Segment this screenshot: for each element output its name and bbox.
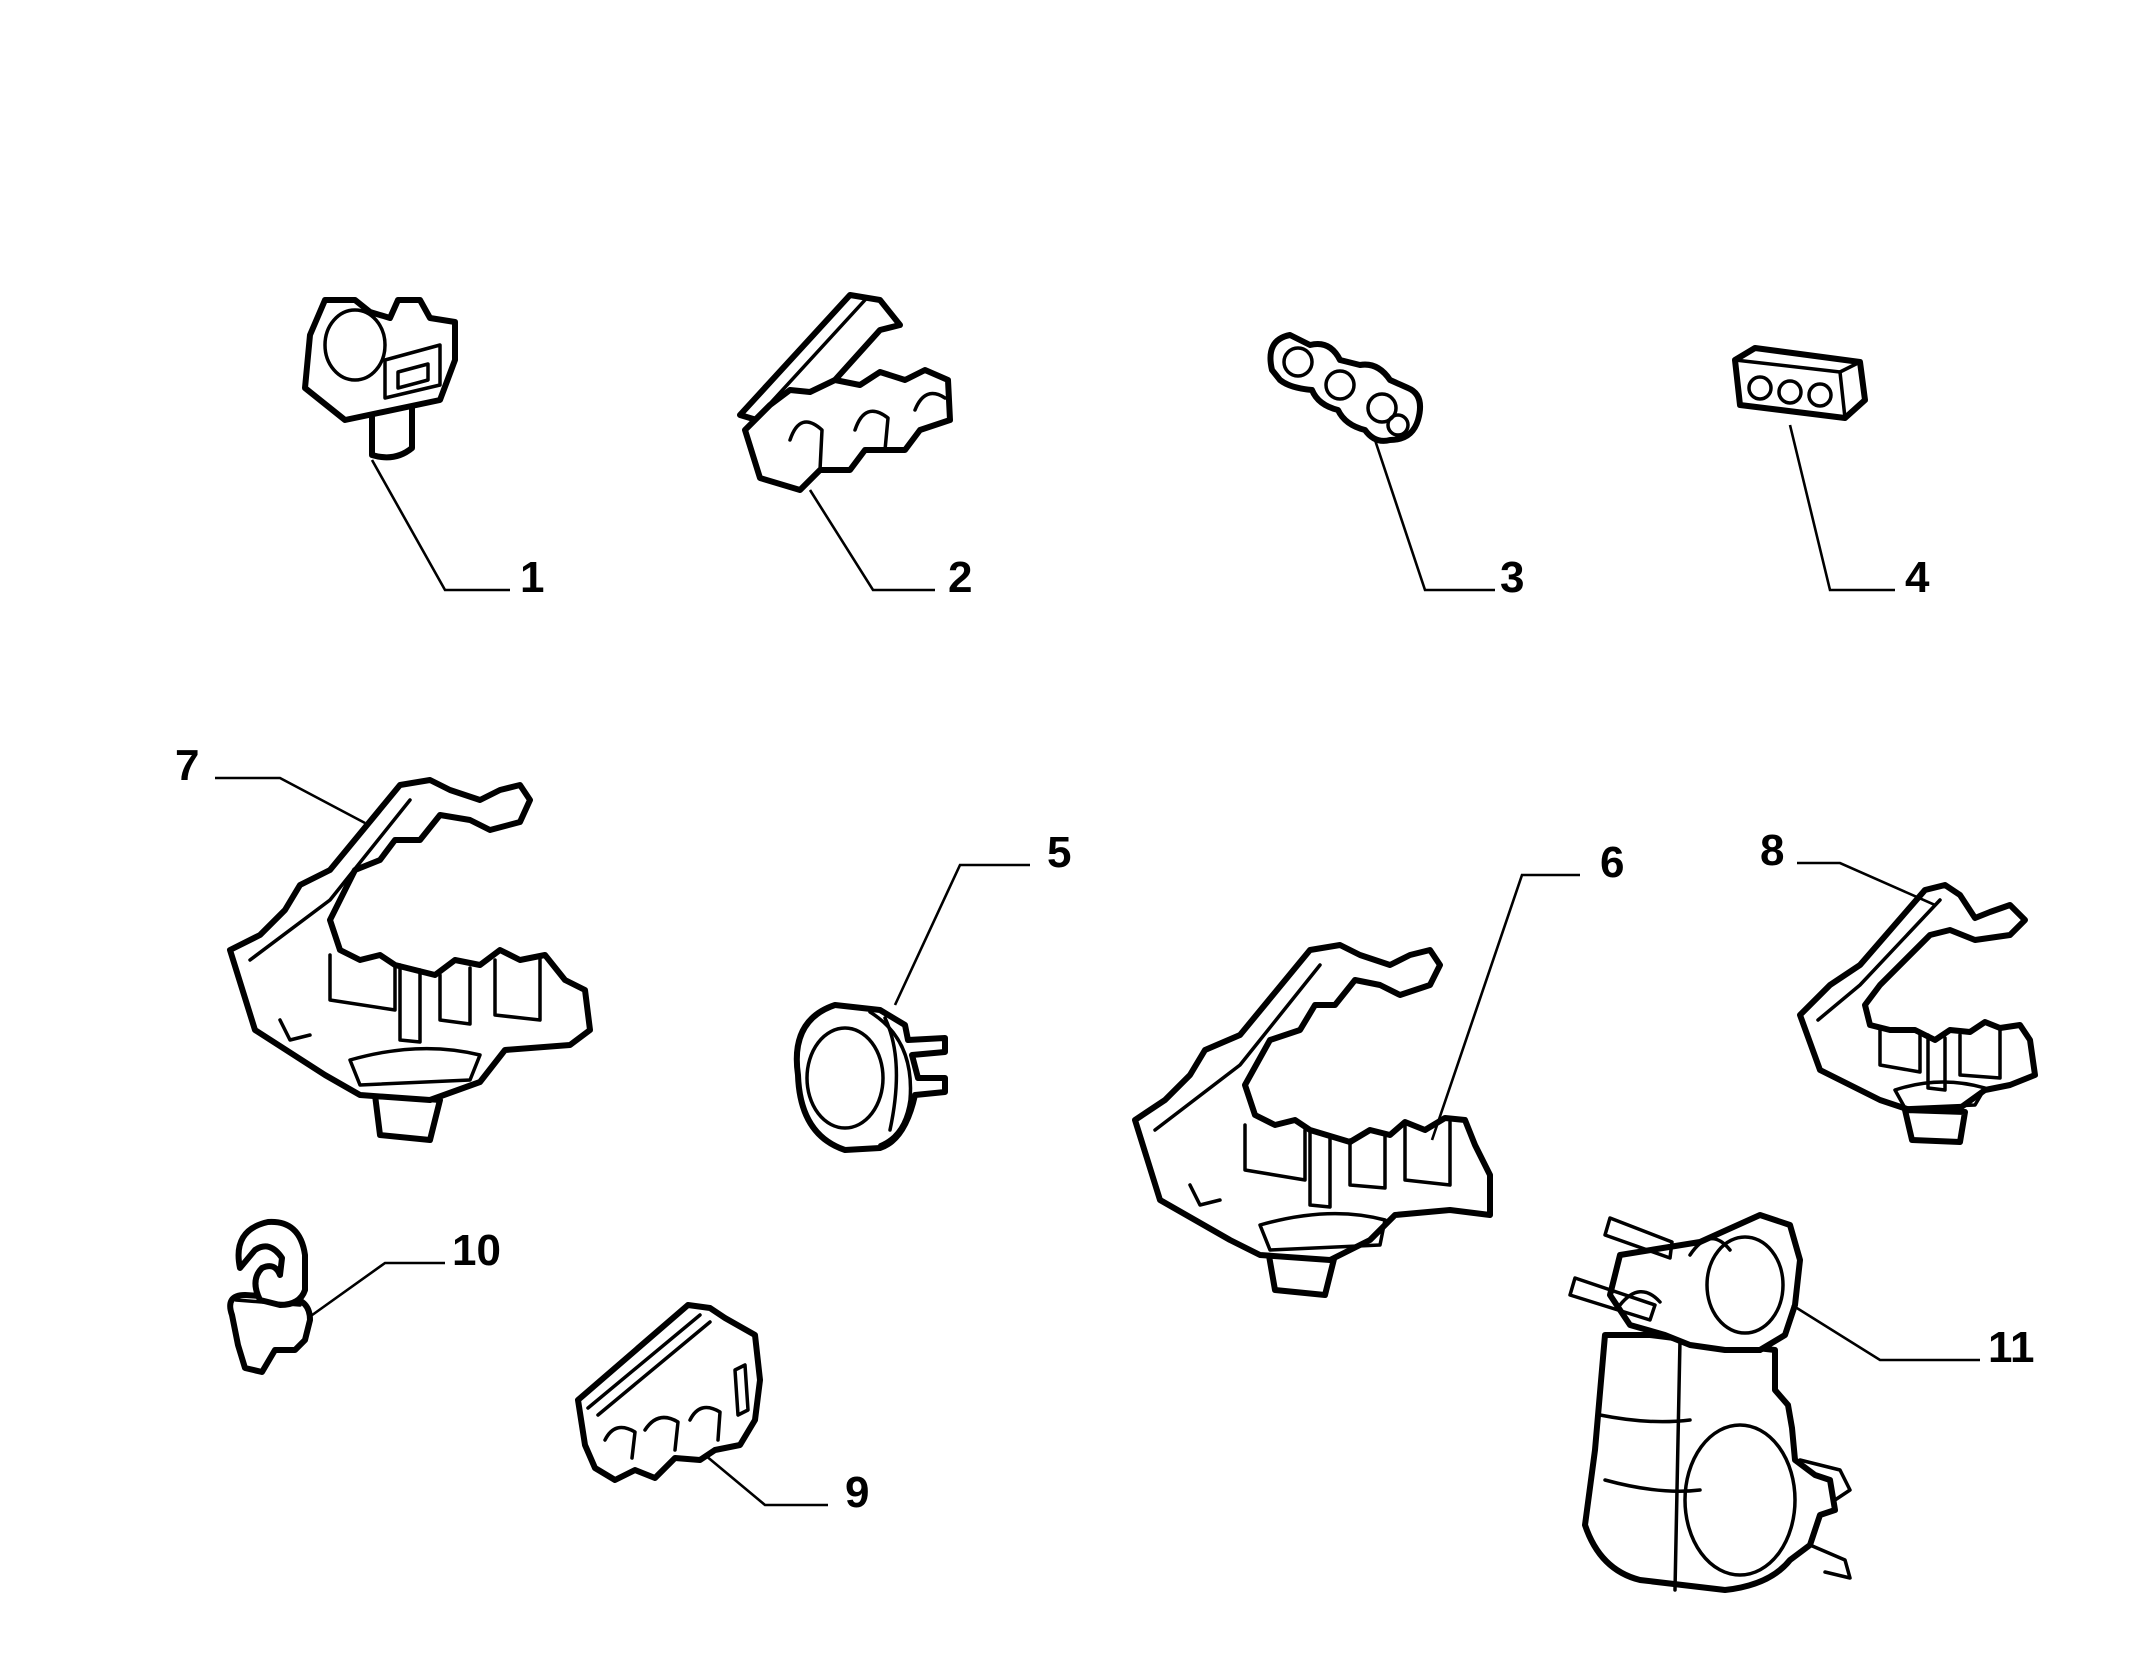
part-2-drawing	[737, 292, 953, 493]
part-11-drawing	[1568, 1212, 1852, 1593]
callout-number-1: 1	[520, 553, 544, 602]
callout-number-3: 3	[1500, 553, 1524, 602]
leader-line-5	[893, 863, 1030, 1006]
leader-line-8	[1797, 861, 1936, 907]
part-3-drawing	[1267, 332, 1423, 444]
leader-line-1	[370, 459, 510, 592]
part-5-drawing	[793, 1002, 948, 1153]
callout-number-7: 7	[175, 741, 199, 790]
part-8-drawing	[1797, 882, 2038, 1145]
callout-number-9: 9	[845, 1468, 869, 1517]
part-7-drawing	[227, 777, 593, 1143]
leader-line-7	[215, 776, 366, 825]
part-6-drawing	[1132, 942, 1493, 1298]
callout-number-4: 4	[1905, 553, 1930, 602]
callout-number-10: 10	[452, 1226, 501, 1275]
part-9-drawing	[575, 1302, 763, 1483]
callout-number-11: 11	[1988, 1323, 2035, 1372]
leader-line-2	[808, 489, 935, 592]
leader-line-4	[1788, 424, 1895, 592]
callout-number-8: 8	[1760, 826, 1784, 875]
leader-line-11	[1791, 1303, 1980, 1362]
leader-line-10	[307, 1261, 445, 1320]
part-4-drawing	[1732, 345, 1868, 421]
part-1-drawing	[302, 297, 458, 461]
part-10-drawing	[227, 1218, 313, 1375]
callout-number-2: 2	[948, 553, 972, 602]
callout-number-5: 5	[1047, 828, 1071, 877]
callout-number-6: 6	[1600, 838, 1624, 887]
leader-line-6	[1430, 873, 1580, 1141]
leader-line-3	[1373, 439, 1495, 592]
leader-line-9	[704, 1454, 828, 1507]
